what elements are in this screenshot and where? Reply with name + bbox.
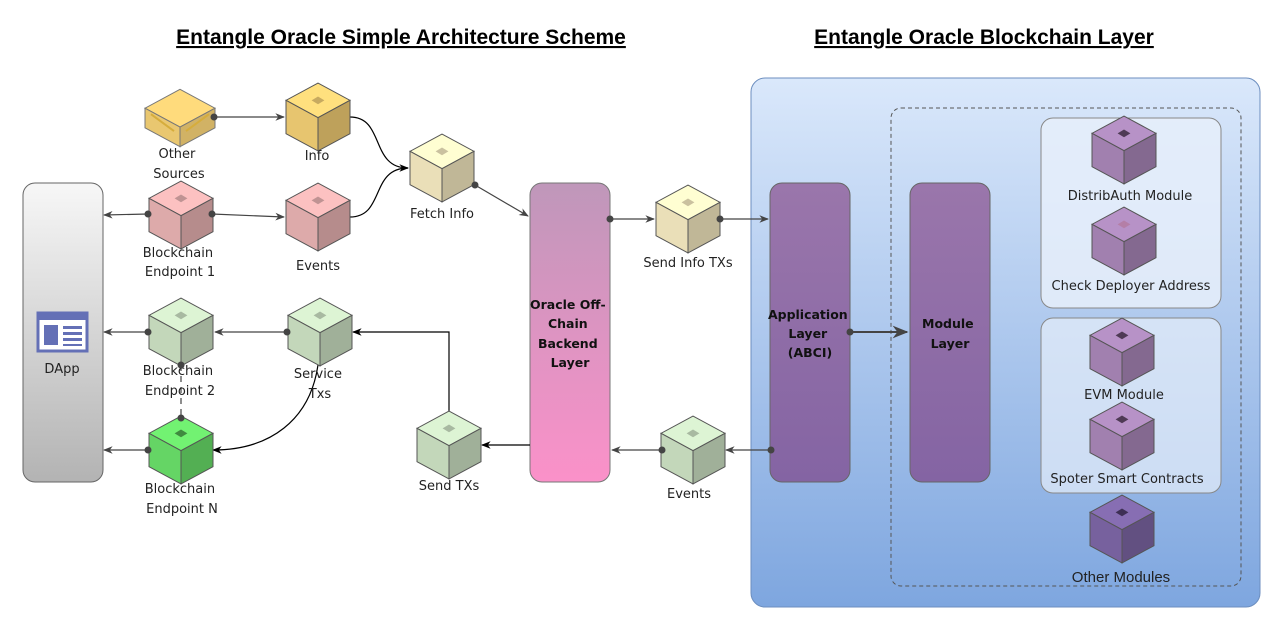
events-right-cube-icon [659, 415, 727, 485]
application-layer-label: Application Layer (ABCI) [768, 307, 852, 360]
edge-info-fetch [349, 116, 409, 172]
spoter-smart-contracts-label: Spoter Smart Contracts [1050, 472, 1203, 487]
blockchain-endpoint-n-icon [147, 415, 215, 485]
events-right-label: Events [667, 487, 711, 502]
other-sources-label: Other Sources [153, 147, 205, 182]
send-info-txs-label: Send Info TXs [643, 256, 732, 271]
module-layer-label: Module Layer [922, 316, 978, 351]
distribauth-module-label: DistribAuth Module [1068, 189, 1193, 204]
cube-marker [1117, 220, 1131, 229]
right-title: Entangle Oracle Blockchain Layer [814, 26, 1154, 49]
connection-dot [658, 446, 666, 454]
other-modules-icon [1088, 494, 1156, 564]
cube-marker [174, 311, 188, 320]
edge-sendtxs-service [352, 328, 450, 413]
cube-marker [681, 198, 695, 207]
edge-fetch-offchain [474, 184, 529, 217]
send-txs-label: Send TXs [419, 479, 480, 494]
blockchain-endpoint-2-icon [147, 297, 215, 367]
connection-dot [144, 446, 152, 454]
module-layer [909, 182, 991, 483]
edge-endpoint1-dapp [103, 210, 149, 219]
dapp-label: DApp [44, 362, 79, 377]
cube-marker [1117, 129, 1131, 138]
connection-dot [208, 210, 216, 218]
evm-module-label: EVM Module [1084, 388, 1164, 403]
evm-module-icon [1088, 317, 1156, 387]
edge-endpoint1-events [211, 212, 285, 221]
distribauth-module-icon [1090, 115, 1158, 185]
cube-marker [313, 311, 327, 320]
connection-dot [177, 414, 185, 422]
other-modules-label: Other Modules [1072, 569, 1170, 586]
service-txs-cube-icon [286, 297, 354, 367]
cube-marker [311, 196, 325, 205]
cube-marker [1115, 331, 1129, 340]
cube-marker [435, 147, 449, 156]
connection-dot [716, 215, 724, 223]
check-deployer-address-icon [1090, 206, 1158, 276]
info-label: Info [305, 149, 330, 164]
check-deployer-address-label: Check Deployer Address [1052, 279, 1211, 294]
browser-window-icon [36, 311, 89, 353]
connection-dot [144, 210, 152, 218]
connection-dot [283, 328, 291, 336]
connection-dot [471, 181, 479, 189]
cube-marker [686, 429, 700, 438]
edge-service-endpointN [212, 364, 319, 454]
connection-dot [144, 328, 152, 336]
connection-dot [177, 361, 185, 369]
service-txs-label: Service Txs [294, 367, 346, 402]
spoter-smart-contracts-icon [1088, 401, 1156, 471]
cube-marker [1115, 508, 1129, 517]
connection-dot [846, 328, 854, 336]
offchain-layer-label: Oracle Off- Chain Backend Layer [530, 297, 610, 370]
blockchain-endpoint-1-label: Blockchain Endpoint 1 [143, 246, 218, 280]
connection-dot [767, 446, 775, 454]
fetch-info-label: Fetch Info [410, 207, 474, 222]
events-left-cube-icon [284, 182, 352, 252]
blockchain-endpoint-2-label: Blockchain Endpoint 2 [143, 364, 218, 399]
send-txs-cube-icon [415, 410, 483, 480]
cube-marker [1115, 415, 1129, 424]
edge-events-fetch [349, 167, 409, 218]
blockchain-endpoint-1-icon [147, 180, 215, 250]
connection-dot [606, 215, 614, 223]
evm-module-group [1040, 317, 1222, 494]
blockchain-endpoint-n-label: Blockchain Endpoint N [145, 482, 220, 517]
events-left-label: Events [296, 259, 340, 274]
cube-marker [442, 424, 456, 433]
connection-dot [210, 113, 218, 121]
module-group-dashed [890, 107, 1242, 587]
left-title: Entangle Oracle Simple Architecture Sche… [176, 26, 626, 49]
fetch-info-cube-icon [408, 133, 476, 203]
send-info-txs-cube-icon [654, 184, 722, 254]
cube-marker [174, 194, 188, 203]
info-cube-icon [284, 82, 352, 152]
cube-marker [311, 96, 325, 105]
connectors [103, 113, 909, 454]
other-sources-icon [143, 88, 217, 148]
cube-marker [174, 429, 188, 438]
offchain-backend-layer [529, 182, 611, 483]
